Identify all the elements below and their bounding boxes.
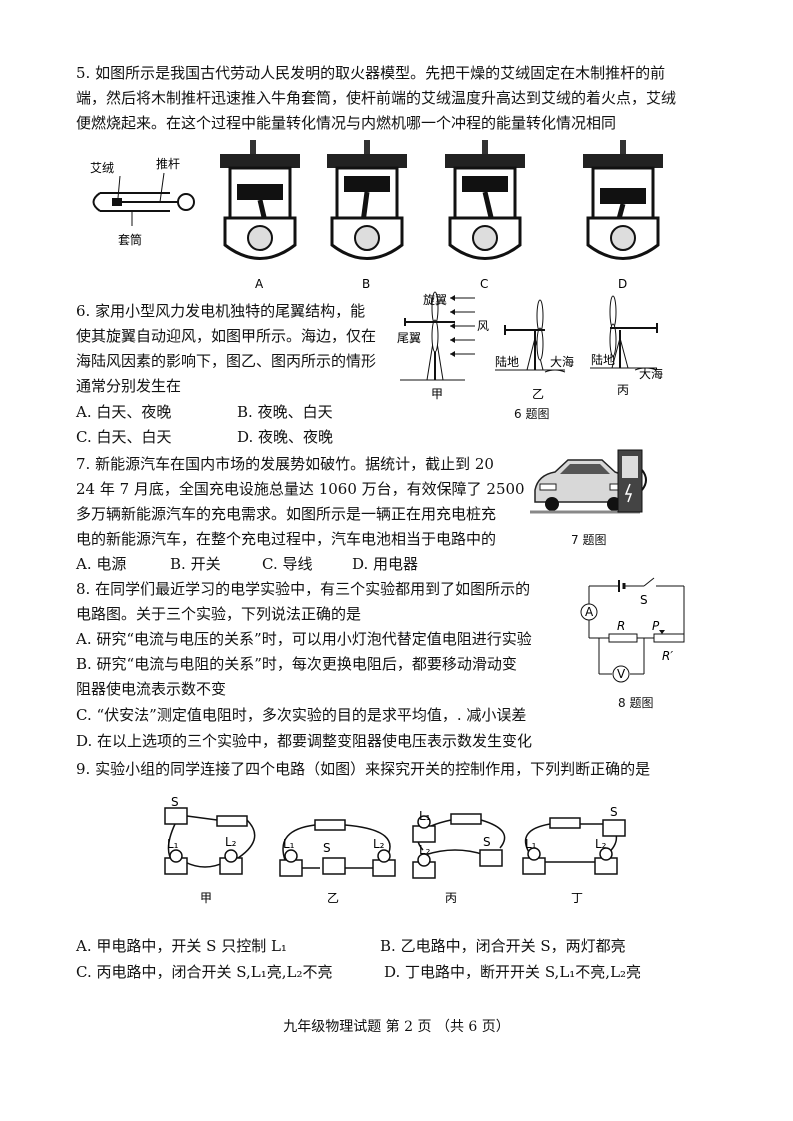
q7-line-3: 多万辆新能源汽车的充电需求。如图所示是一辆正在用充电桩充 (76, 505, 497, 523)
yi-S-label: S (323, 841, 331, 855)
q8-line-7: D. 在以上选项的三个实验中，都要调整变阻器使电压表示数发生变化 (76, 732, 533, 750)
ding-L2-label: L₂ (595, 837, 607, 851)
fig-jia: 甲 (200, 891, 212, 905)
fig-bing-label: 丙 (617, 383, 629, 397)
circuit-diagram-q8: S A R P R′ V (580, 577, 685, 683)
page-footer: 九年级物理试题 第 2 页 （共 6 页） (283, 1019, 510, 1035)
engine-B-label: B (362, 277, 370, 291)
q6-option-D: D. 夜晚、夜晚 (237, 428, 334, 446)
dahai-label-bing: 大海 (639, 366, 663, 381)
q8-line-2: 电路图。关于三个实验，下列说法正确的是 (76, 605, 362, 623)
circuit-yi (279, 819, 396, 877)
taotong-label: 套筒 (118, 232, 142, 247)
ding-S-label: S (610, 805, 618, 819)
ludi-label-yi: 陆地 (495, 354, 519, 369)
ding-L1-label: L₁ (525, 837, 537, 851)
engine-B: B (327, 140, 407, 291)
bing-S-label: S (483, 835, 491, 849)
bing-L1-label: L₁ (419, 809, 431, 823)
q7-option-B: B. 开关 (170, 555, 221, 573)
yi-L1-label: L₁ (283, 837, 295, 851)
q7-line-4: 电的新能源汽车，在整个充电过程中，汽车电池相当于电路中的 (76, 530, 497, 548)
q8-caption: 8 题图 (618, 696, 654, 710)
q8-line-4: B. 研究“电流与电阻的关系”时，每次更换电阻后，都要移动滑动变 (76, 655, 517, 673)
rheostat-label: R′ (662, 649, 673, 663)
wind-turbine-figure: 旋翼 尾翼 风 甲 陆地 大海 乙 陆地 大海 丙 (397, 291, 663, 401)
fig-yi: 乙 (327, 891, 339, 905)
ammeter-A-label: A (585, 605, 594, 619)
q6-line-3: 海陆风因素的影响下，图乙、图丙所示的情形 (76, 352, 377, 370)
fig-jia-label: 甲 (431, 387, 443, 401)
q6-line-2: 使其旋翼自动迎风，如图甲所示。海边，仅在 (76, 327, 377, 345)
q9-line: 9. 实验小组的同学连接了四个电路（如图）来探究开关的控制作用，下列判断正确的是 (76, 760, 651, 778)
q7-caption: 7 题图 (571, 533, 607, 547)
engine-D: D (583, 140, 663, 291)
resistor-R-label: R (617, 619, 625, 633)
q5-line-1: 5. 如图所示是我国古代劳动人民发明的取火器模型。先把干燥的艾绒固定在木制推杆的… (76, 64, 666, 82)
q8-line-6: C. “伏安法”测定值电阻时，多次实验的目的是求平均值，. 减小误差 (76, 706, 527, 724)
q7-option-D: D. 用电器 (352, 555, 419, 573)
q8-line-3: A. 研究“电流与电压的关系”时，可以用小灯泡代替定值电阻进行实验 (76, 630, 532, 648)
circuit-jia (164, 807, 256, 875)
q8-line-5: 阻器使电流表示数不变 (76, 680, 227, 698)
q9-option-C: C. 丙电路中，闭合开关 S,L₁亮,L₂不亮 (76, 963, 333, 981)
q8-line-1: 8. 在同学们最近学习的电学实验中，有三个实验都用到了如图所示的 (76, 580, 531, 598)
q6-caption: 6 题图 (514, 407, 550, 421)
q5-line-3: 便燃烧起来。在这个过程中能量转化情况与内燃机哪一个冲程的能量转化情况相同 (76, 114, 617, 132)
engine-C-label: C (480, 277, 488, 291)
q7-option-C: C. 导线 (262, 555, 313, 573)
yi-L2-label: L₂ (373, 837, 385, 851)
q6-option-C: C. 白天、白天 (76, 428, 172, 446)
q6-line-1: 6. 家用小型风力发电机独特的尾翼结构，能 (76, 302, 366, 320)
q6-line-4: 通常分别发生在 (76, 377, 182, 395)
q7-option-A: A. 电源 (76, 555, 127, 573)
fig-ding: 丁 (571, 891, 583, 905)
q5-line-2: 端，然后将木制推杆迅速推入牛角套筒，使杆前端的艾绒温度升高达到艾绒的着火点，艾绒 (76, 89, 677, 107)
q9-option-B: B. 乙电路中，闭合开关 S，两灯都亮 (380, 937, 626, 955)
switch-S-label: S (640, 593, 648, 607)
engine-A-label: A (255, 277, 264, 291)
circuit-ding (522, 817, 626, 875)
weiyi-label: 尾翼 (397, 331, 421, 345)
engine-C: C (445, 140, 525, 291)
fig-yi-label: 乙 (532, 387, 544, 401)
q7-line-1: 7. 新能源汽车在国内市场的发展势如破竹。据统计，截止到 20 (76, 455, 494, 473)
jia-S-label: S (171, 795, 179, 809)
tuigan-label: 推杆 (156, 157, 180, 171)
ev-charging-figure (530, 449, 647, 514)
feng-label: 风 (477, 319, 489, 333)
q6-option-B: B. 夜晚、白天 (237, 403, 333, 421)
q9-option-D: D. 丁电路中，断开开关 S,L₁不亮,L₂亮 (384, 963, 642, 981)
jia-L1-label: L₁ (167, 837, 179, 851)
q9-option-A: A. 甲电路中，开关 S 只控制 L₁ (76, 937, 287, 955)
ludi-label-bing: 陆地 (591, 352, 615, 367)
q9-circuits-figure: S L₁ L₂ 甲 S L₁ L₂ 乙 L₁ L₂ S 丙 S L₁ L₂ (164, 795, 626, 905)
slider-P-label: P (652, 619, 660, 633)
fire-starter-figure: 艾绒 推杆 套筒 (90, 157, 195, 247)
xuanyi-label: 旋翼 (423, 293, 447, 307)
circuit-bing (412, 813, 506, 879)
voltmeter-V-label: V (617, 667, 626, 681)
jia-L2-label: L₂ (225, 835, 237, 849)
fig-bing: 丙 (445, 891, 457, 905)
airong-label: 艾绒 (90, 161, 114, 175)
q6-option-A: A. 白天、夜晚 (76, 403, 172, 421)
q7-line-2: 24 年 7 月底，全国充电设施总量达 1060 万台，有效保障了 2500 (76, 480, 525, 498)
engine-D-label: D (618, 277, 627, 291)
engine-A: A (220, 140, 300, 291)
dahai-label-yi: 大海 (550, 354, 574, 369)
bing-L2-label: L₂ (419, 843, 431, 857)
